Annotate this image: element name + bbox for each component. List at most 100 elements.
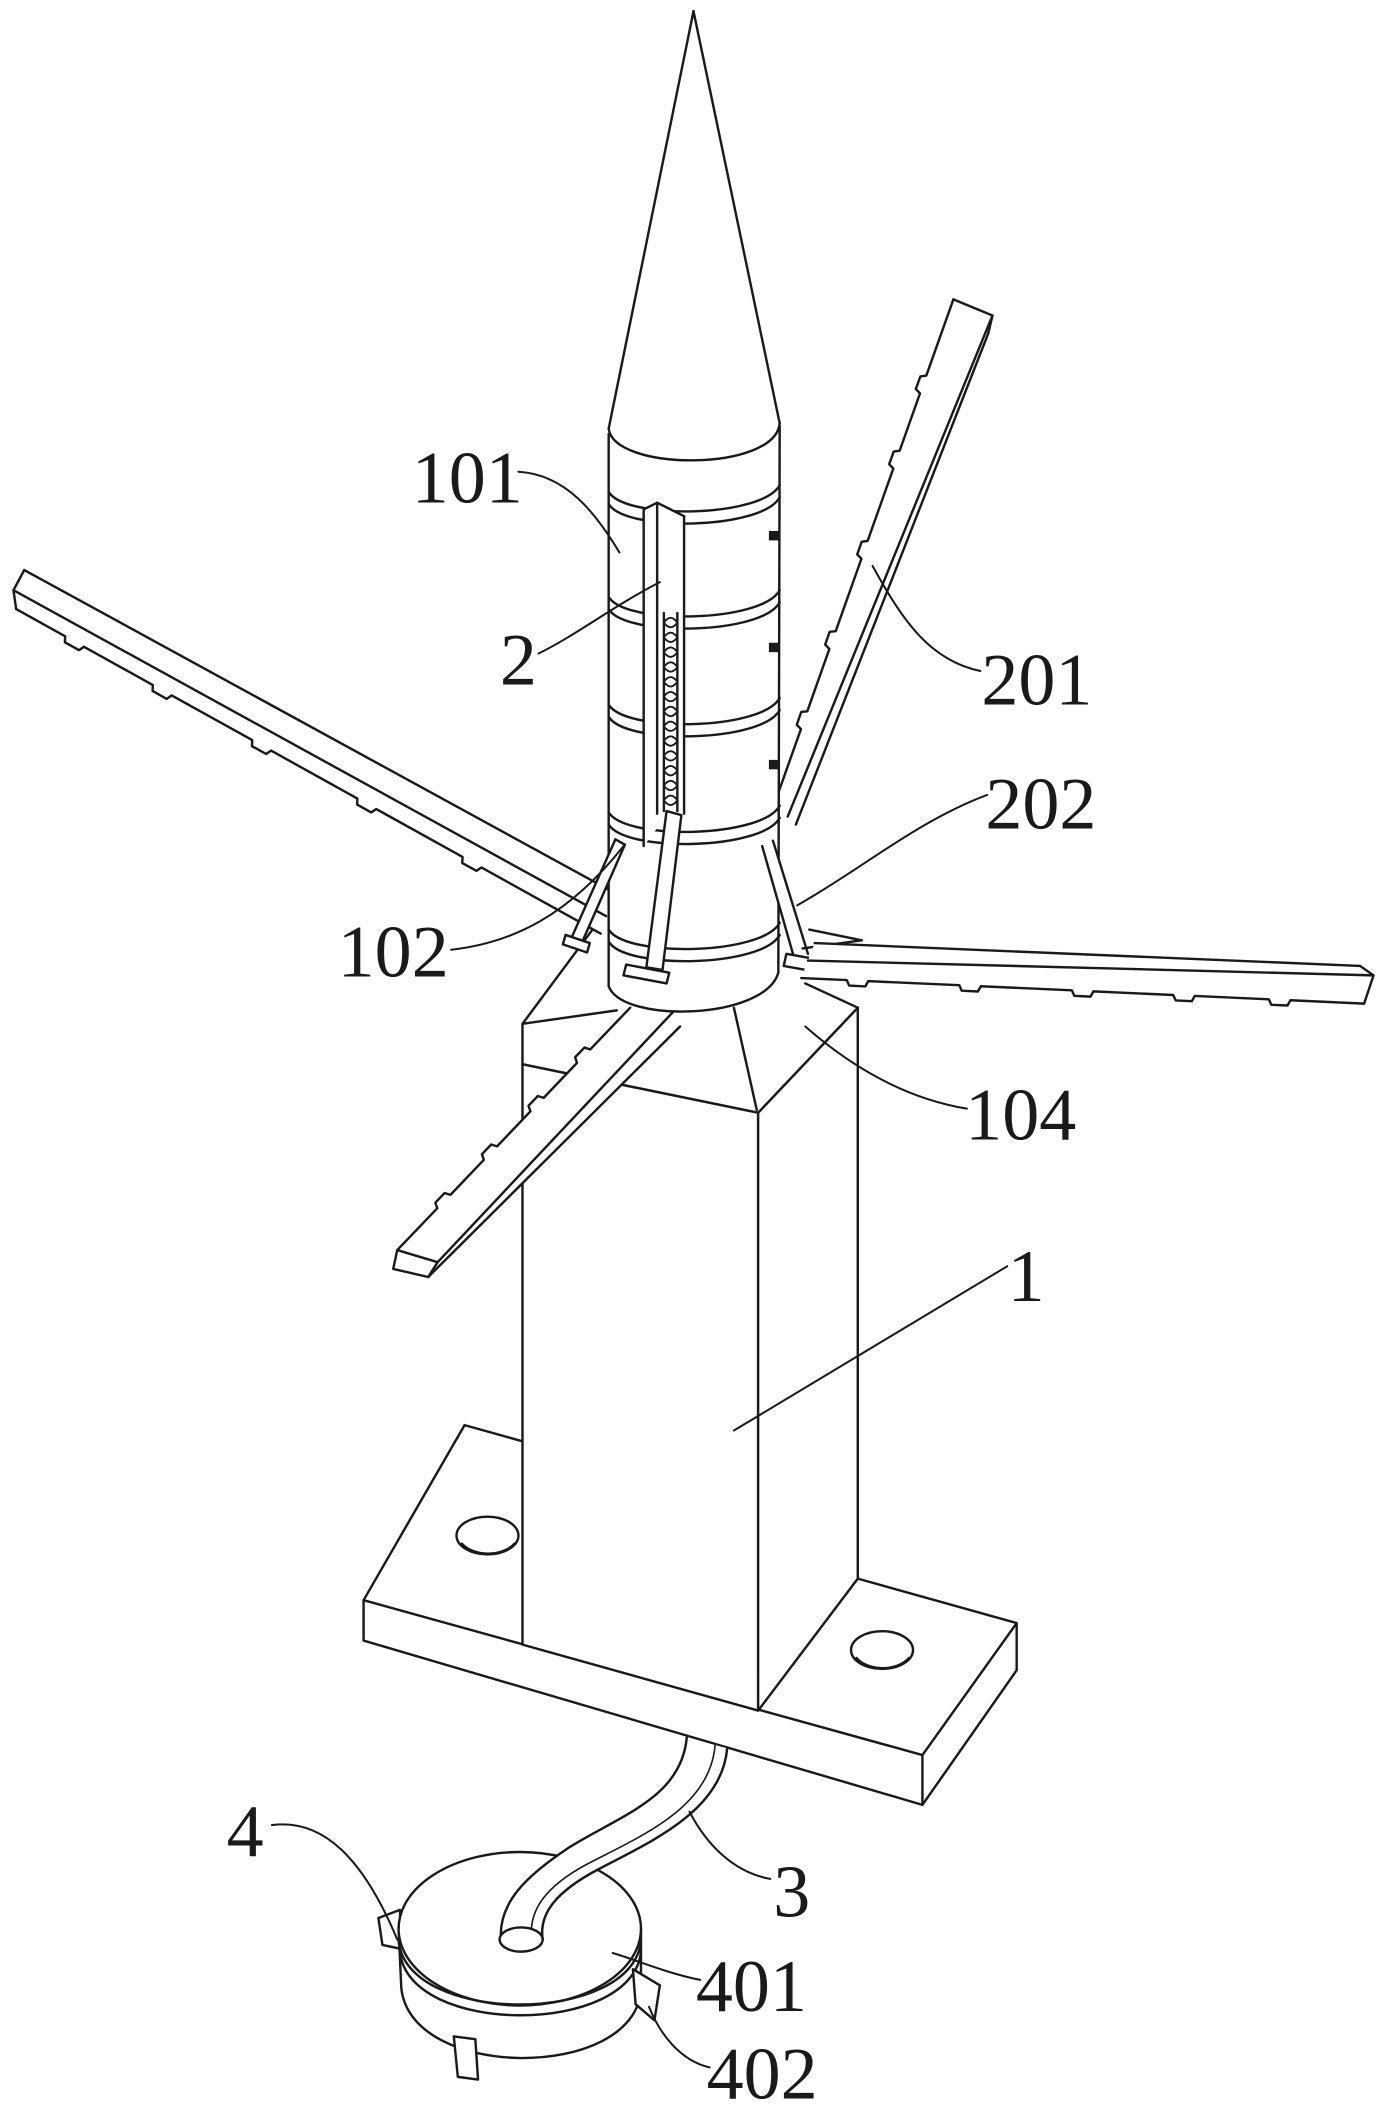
rack-tooth <box>662 661 679 673</box>
leader-line-2 <box>537 581 661 655</box>
cable-left-edge <box>499 1736 688 1941</box>
segment-ring <box>607 496 781 525</box>
mounting-hole-left <box>455 1515 520 1556</box>
cone-tip <box>607 9 781 462</box>
segment-ring <box>607 933 781 963</box>
arm-lower-left-top-edge <box>436 1010 675 1264</box>
cup-rim-line <box>397 1939 643 2006</box>
strut-right-edge-outer <box>760 844 796 961</box>
arm-lower-left <box>391 1006 682 1279</box>
rack-tooth <box>662 690 679 703</box>
label-1: 1 <box>1008 1236 1045 1318</box>
arm-upper-right-toothed-edge <box>774 298 955 802</box>
cone-right-edge <box>692 9 781 425</box>
strut-left-fill <box>570 839 625 944</box>
label-104: 104 <box>965 1075 1076 1157</box>
arm-left-toothed-edge <box>14 607 602 935</box>
ground-cable <box>498 1736 729 1953</box>
mounting-hole-right-inner <box>855 1656 911 1670</box>
label-3: 3 <box>773 1852 810 1934</box>
rack-tooth <box>662 794 679 806</box>
leader-line-101 <box>517 470 621 554</box>
column-front-face <box>521 1063 760 1712</box>
strut-right-fill <box>762 840 808 960</box>
rack-teeth <box>662 616 679 806</box>
rack-tooth <box>662 765 679 777</box>
arm-right <box>800 941 1375 1007</box>
cable-right-edge <box>540 1747 729 1941</box>
arm-lower-left-fill <box>393 1007 681 1277</box>
segment-ring <box>607 708 781 738</box>
label-2: 2 <box>500 619 537 701</box>
cable-highlight <box>530 1744 716 1941</box>
strut-front-hinge <box>622 963 671 985</box>
rack-tooth <box>662 631 679 644</box>
cup-rim-line <box>398 1950 643 2017</box>
strut-front <box>622 809 683 985</box>
leader-line-402 <box>648 2005 711 2069</box>
leader-line-4 <box>271 1823 399 1941</box>
arm-left-top-edge <box>23 568 614 894</box>
mounting-hole-left-inner <box>460 1542 516 1555</box>
cup-tab-bottom <box>452 2035 480 2081</box>
strut-front-body <box>645 809 683 972</box>
strut-left-cap <box>614 838 627 846</box>
rack-tooth <box>662 750 679 762</box>
rack-tooth <box>662 705 679 718</box>
label-202: 202 <box>985 764 1096 846</box>
segment-ring <box>607 921 781 951</box>
segment-ring <box>607 816 781 846</box>
slide-channel-top-cap <box>642 501 686 518</box>
rack-tooth <box>662 646 679 658</box>
leader-line-104 <box>804 1025 968 1110</box>
pyramid-base-left-edge <box>521 1009 618 1026</box>
arm-right-front-edge <box>806 959 1375 977</box>
pyramid-front-ridge <box>732 1006 759 1112</box>
label-101: 101 <box>412 438 523 520</box>
arm-upper-right-end-cap <box>952 298 994 335</box>
segment-ring <box>607 696 781 726</box>
cable-end <box>498 1926 544 1953</box>
label-201: 201 <box>981 640 1092 722</box>
cone-fill <box>608 11 780 461</box>
strut-left-edge-outer <box>569 838 617 941</box>
reference-numerals: 101 2 102 201 202 104 1 4 3 401 402 <box>227 438 1097 2115</box>
arm-right-end-cap <box>1358 964 1375 1005</box>
arm-left <box>12 568 614 935</box>
arm-lower-left-end-cap <box>391 1248 439 1279</box>
cone-base-arc <box>607 422 781 462</box>
arm-left-end-cap <box>12 568 26 611</box>
label-102: 102 <box>338 912 449 994</box>
cone-left-edge <box>607 9 695 430</box>
strut-left-hinge <box>561 933 592 954</box>
mounting-hole-right <box>849 1629 915 1671</box>
arm-left-fill <box>13 570 613 934</box>
slide-channel <box>642 501 686 848</box>
base-plate-left-tab-edges <box>362 1423 524 1602</box>
strut-left-edge-inner <box>580 843 627 945</box>
edge-notch <box>768 759 780 770</box>
arm-lower-left-toothed-edge <box>396 1006 632 1252</box>
leader-line-202 <box>796 793 989 907</box>
leader-line-3 <box>688 1810 772 1880</box>
ground-cup <box>377 1850 662 2081</box>
arm-upper-right-top-edge <box>786 314 994 818</box>
cylinder-edge-notches <box>768 530 780 770</box>
leader-line-102 <box>450 845 625 951</box>
rack-tooth <box>662 779 679 792</box>
cylinder-bottom-arc <box>607 971 780 1013</box>
leader-line-201 <box>871 564 982 673</box>
arm-right-fill <box>801 943 1374 1004</box>
rack-tooth <box>662 616 679 629</box>
segment-ring <box>607 483 781 513</box>
base-plate-outline <box>362 1577 1018 1807</box>
rack-tooth <box>662 676 679 688</box>
cup-tab-right <box>631 1967 662 2022</box>
arm-upper-right-under-edge <box>794 331 990 826</box>
strut-left <box>561 838 627 954</box>
arm-upper-right <box>774 298 994 826</box>
arm-left-front-edge <box>12 589 608 918</box>
leader-line-401 <box>611 1951 702 1981</box>
rack-tooth <box>662 735 679 747</box>
arm-right-top-edge <box>813 941 1362 968</box>
